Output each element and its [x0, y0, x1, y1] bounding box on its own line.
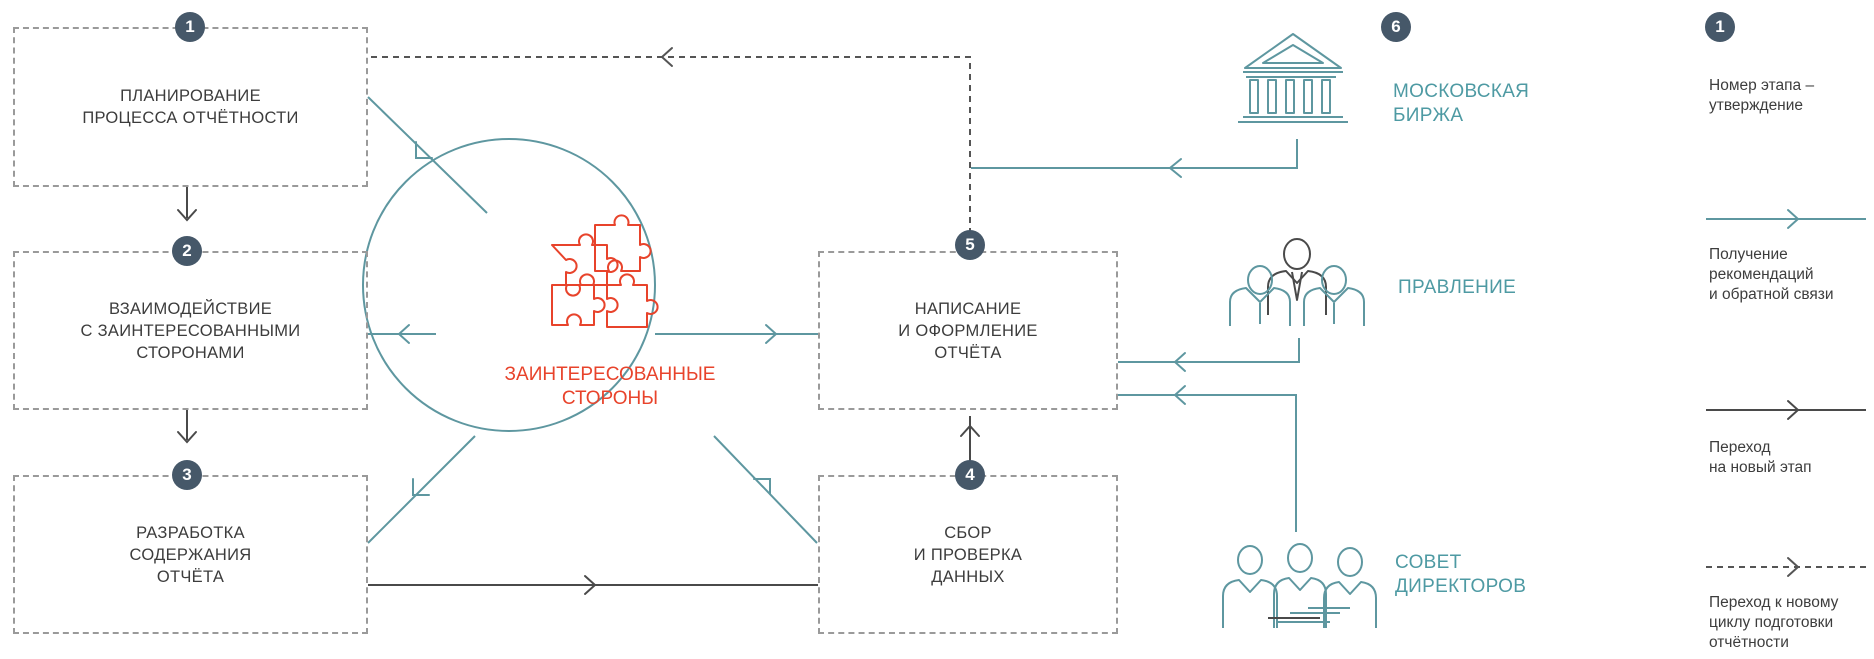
feedback-lines [367, 96, 1300, 544]
stage-box-engagement: ВЗАИМОДЕЙСТВИЕ С ЗАИНТЕРЕСОВАННЫМИ СТОРО… [13, 251, 368, 410]
stage-box-writing: НАПИСАНИЕ И ОФОРМЛЕНИЕ ОТЧЁТА [818, 251, 1118, 410]
new-cycle-line [368, 47, 971, 245]
management-board-label: ПРАВЛЕНИЕ [1398, 277, 1517, 298]
board-of-directors-icon [1222, 543, 1377, 628]
transition-lines [186, 187, 971, 586]
stage-box-data-collection: СБОР И ПРОВЕРКА ДАННЫХ [818, 475, 1118, 634]
stage-label: РАЗРАБОТКА СОДЕРЖАНИЯ ОТЧЁТА [129, 523, 252, 586]
stage-label: НАПИСАНИЕ И ОФОРМЛЕНИЕ ОТЧЁТА [898, 299, 1038, 362]
stage-number-badge: 1 [175, 12, 205, 42]
legend-item-feedback: Получение рекомендаций и обратной связи [1709, 246, 1834, 303]
moscow-exchange-label: МОСКОВСКАЯ БИРЖА [1393, 81, 1530, 126]
legend-item-new-cycle: Переход к новому циклу подготовки отчётн… [1709, 594, 1839, 651]
stage-label: СБОР И ПРОВЕРКА ДАННЫХ [913, 523, 1023, 586]
stakeholders-circle [362, 138, 656, 432]
stakeholders-label: ЗАИНТЕРЕСОВАННЫЕ СТОРОНЫ [504, 364, 716, 409]
legend-feedback-symbol [1706, 209, 1866, 229]
puzzle-icon [551, 214, 659, 328]
board-of-directors-label: СОВЕТ ДИРЕКТОРОВ [1395, 552, 1527, 597]
stage-number-badge: 3 [172, 460, 202, 490]
stage-label: ВЗАИМОДЕЙСТВИЕ С ЗАИНТЕРЕСОВАННЫМИ СТОРО… [80, 299, 301, 362]
stage-number-badge: 2 [172, 236, 202, 266]
legend-new-cycle-symbol [1706, 557, 1866, 577]
legend-number-badge: 1 [1705, 12, 1735, 42]
stage-label: ПЛАНИРОВАНИЕ ПРОЦЕССА ОТЧЁТНОСТИ [82, 87, 299, 127]
transition-arrowheads [177, 209, 980, 595]
stage-number-badge: 4 [955, 460, 985, 490]
stage-box-content: РАЗРАБОТКА СОДЕРЖАНИЯ ОТЧЁТА [13, 475, 368, 634]
exchange-building-icon [1238, 33, 1348, 123]
stage-number-badge: 5 [955, 230, 985, 260]
external-number-badge: 6 [1381, 12, 1411, 42]
legend-item-stage-number: Номер этапа – утверждение [1709, 77, 1815, 114]
management-board-icon [1229, 238, 1365, 326]
legend-item-transition: Переход на новый этап [1709, 439, 1812, 476]
legend-transition-symbol [1706, 400, 1866, 420]
stage-box-planning: ПЛАНИРОВАНИЕ ПРОЦЕССА ОТЧЁТНОСТИ [13, 27, 368, 187]
feedback-arrowheads [397, 141, 1186, 496]
